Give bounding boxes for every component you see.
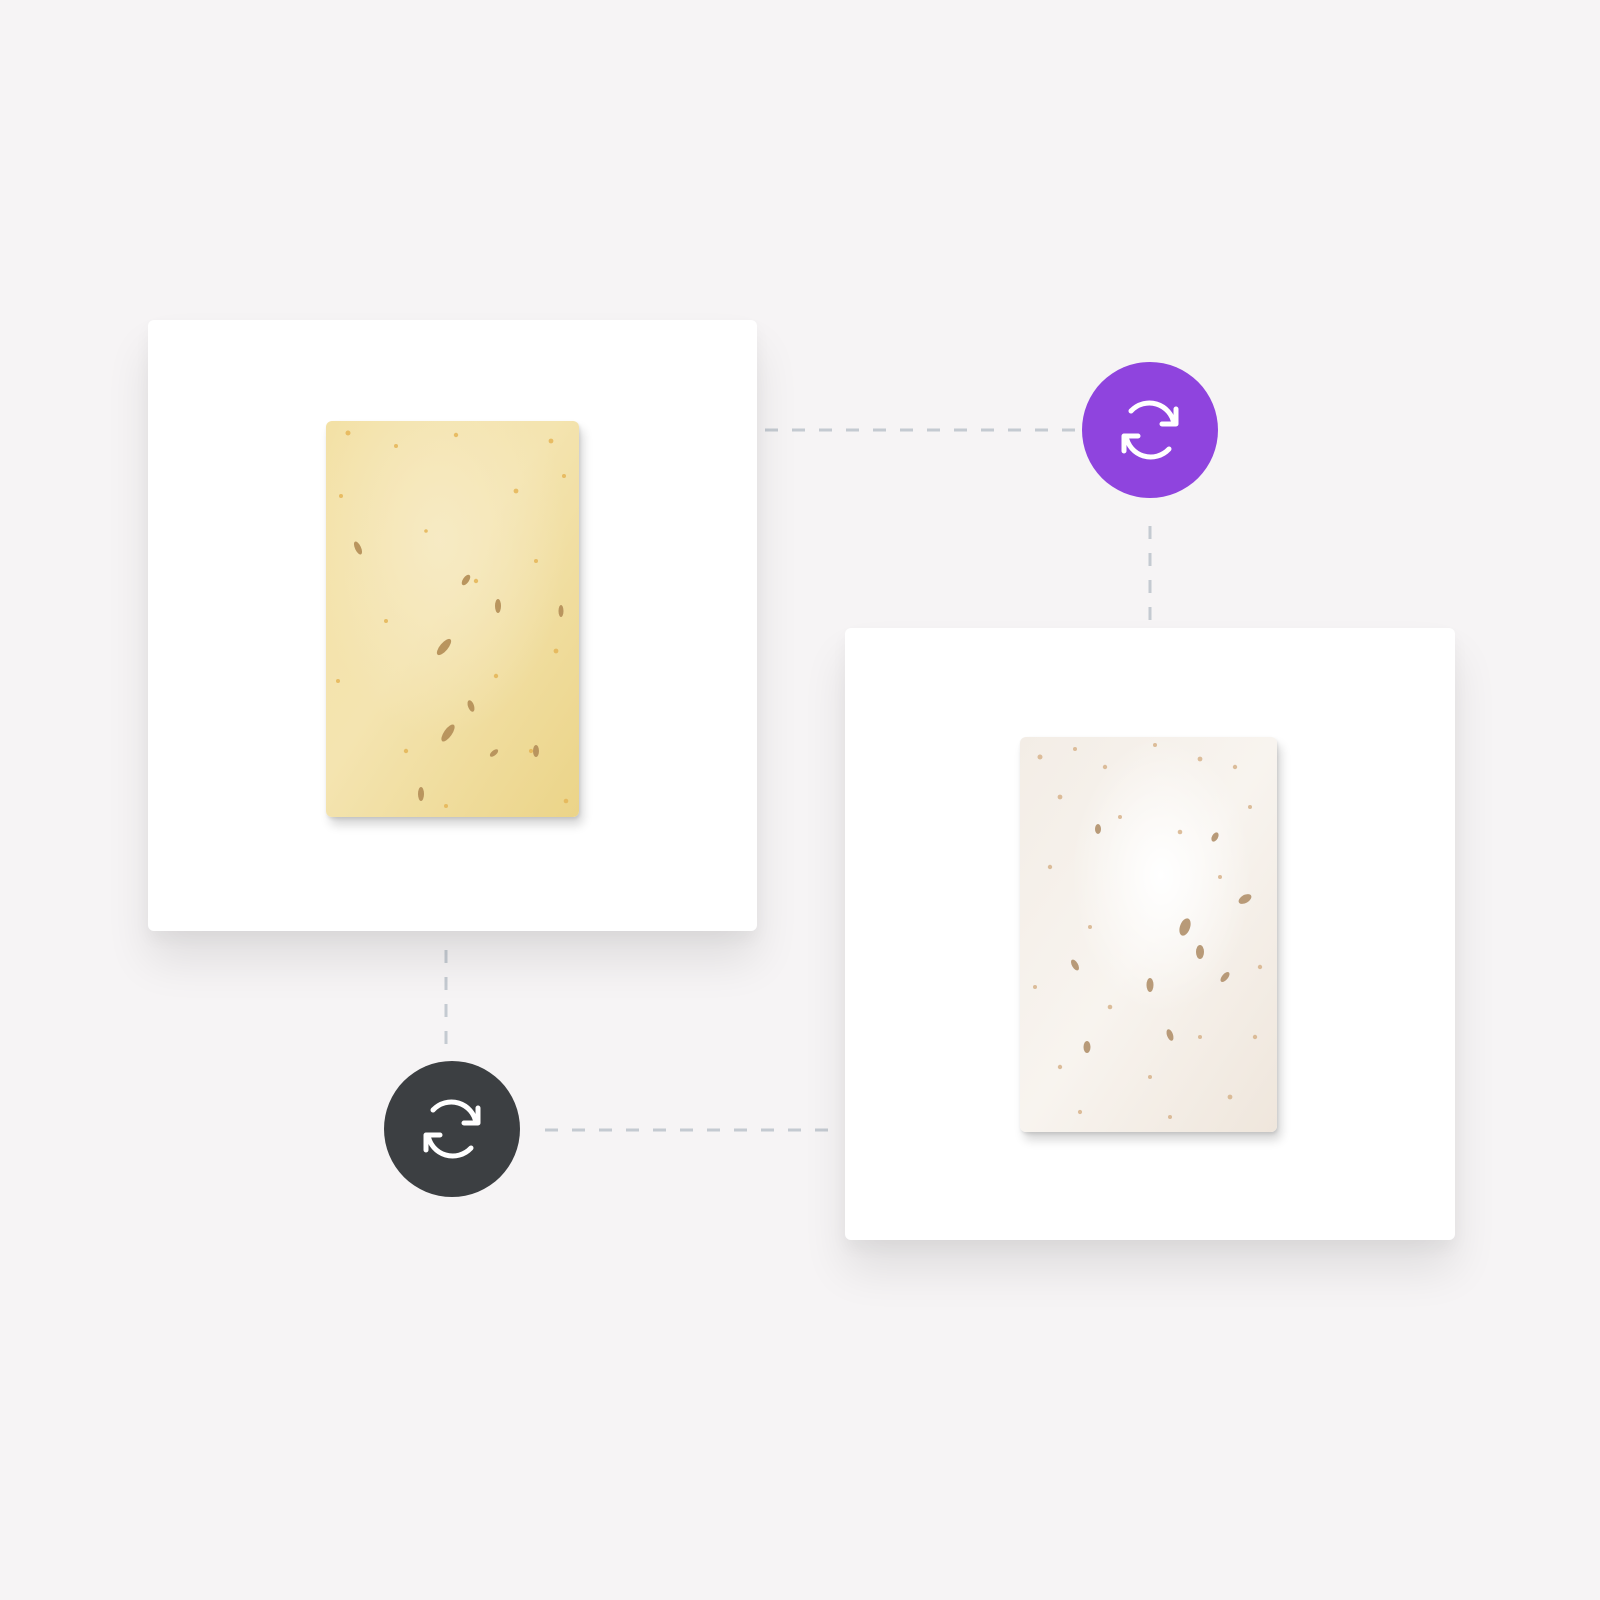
- product-image-card-result[interactable]: [845, 628, 1455, 1240]
- sync-icon: [423, 1099, 481, 1159]
- yellow-soap-bar-image: [326, 421, 579, 817]
- sync-button-dark[interactable]: [384, 1061, 520, 1197]
- sync-icon: [1121, 400, 1179, 460]
- sync-button-purple[interactable]: [1082, 362, 1218, 498]
- product-image-card-original[interactable]: [148, 320, 757, 931]
- white-soap-bar-image: [1020, 737, 1277, 1132]
